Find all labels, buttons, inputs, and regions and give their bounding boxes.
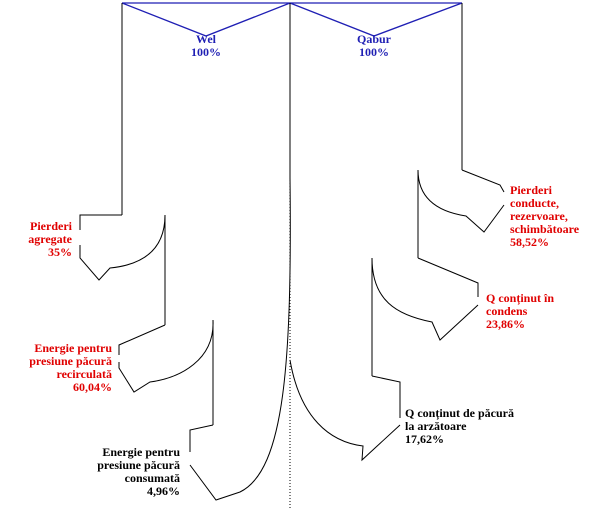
energie-recirculata-value: 60,04% — [73, 380, 112, 394]
q-arzatoare-line1: Q conținut de păcură — [405, 406, 515, 420]
qabur-burner-arrow-upper — [371, 375, 401, 418]
energie-recirculata-line2: presiune păcură — [29, 354, 112, 368]
q-arzatoare-line2: la arzătoare — [405, 419, 467, 433]
wel-flow — [79, 3, 291, 501]
pierderi-agregate-label: Pierderi agregate 35% — [10, 220, 72, 259]
wel-value: 100% — [191, 45, 221, 59]
energie-recirculata-line3: recirculată — [56, 367, 112, 381]
qabur-value: 100% — [359, 45, 389, 59]
wel-consumed-arrow-upper — [189, 424, 214, 452]
energie-consumata-line1: Energie pentru — [102, 445, 180, 459]
pierderi-agregate-value: 35% — [48, 245, 72, 259]
qabur-burner-arrow-curve — [289, 359, 401, 462]
qabur-input-arrow — [289, 2, 463, 37]
q-condens-value: 23,86% — [486, 317, 525, 331]
q-condens-line2: condens — [486, 304, 528, 318]
wel-input-label: Wel 100% — [176, 33, 236, 59]
wel-recirc-arrow-curve — [118, 319, 214, 393]
qabur-name: Qabur — [356, 32, 391, 46]
energie-consumata-line3: consumată — [124, 471, 180, 485]
qabur-loss-arrow-curve — [417, 169, 505, 233]
wel-loss-arrow-curve — [79, 214, 166, 281]
qabur-flow — [289, 3, 505, 462]
pierderi-conducte-line4: schimbătoare — [510, 222, 580, 236]
wel-loss-arrow-upper — [79, 214, 122, 230]
pierderi-conducte-line2: conducte, — [510, 196, 559, 210]
pierderi-conducte-value: 58,52% — [510, 235, 549, 249]
energie-consumata-value: 4,96% — [147, 484, 180, 498]
q-arzatoare-value: 17,62% — [405, 432, 444, 446]
pierderi-agregate-line2: agregate — [28, 232, 72, 246]
pierderi-conducte-line1: Pierderi — [510, 183, 552, 197]
qabur-condens-arrow-curve — [371, 257, 479, 341]
energie-recirculata-label: Energie pentru presiune păcură recircula… — [0, 342, 112, 394]
energie-recirculata-line1: Energie pentru — [34, 341, 112, 355]
q-arzatoare-label: Q conținut de păcură la arzătoare 17,62% — [405, 407, 545, 446]
qabur-loss-arrow-upper — [461, 169, 505, 193]
pierderi-conducte-label: Pierderi conducte, rezervoare, schimbăto… — [510, 184, 606, 249]
energie-consumata-line2: presiune păcură — [97, 458, 180, 472]
energie-consumata-label: Energie pentru presiune păcură consumată… — [62, 446, 180, 498]
qabur-condens-arrow-upper — [417, 257, 479, 297]
input-header — [121, 2, 463, 37]
wel-consumed-arrow-curve — [189, 177, 291, 501]
pierderi-conducte-line3: rezervoare, — [510, 209, 568, 223]
pierderi-agregate-line1: Pierderi — [30, 219, 72, 233]
q-condens-line1: Q conținut în — [486, 291, 555, 305]
qabur-input-label: Qabur 100% — [344, 33, 404, 59]
q-condens-label: Q conținut în condens 23,86% — [486, 292, 590, 331]
wel-input-arrow — [121, 2, 291, 37]
wel-name: Wel — [196, 32, 216, 46]
wel-recirc-arrow-upper — [118, 324, 166, 355]
